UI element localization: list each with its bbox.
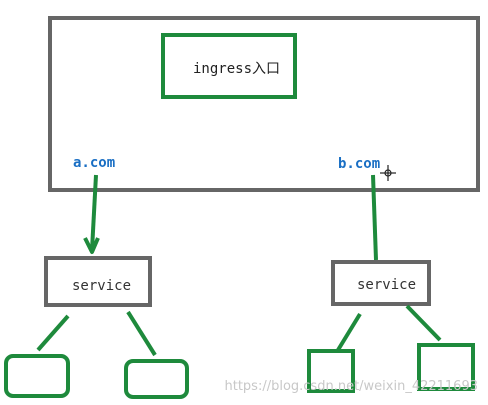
host-label-b: b.com <box>338 156 380 172</box>
service-label-left: service <box>72 278 131 294</box>
cluster-frame <box>48 16 480 192</box>
pod-box <box>307 349 355 393</box>
connector-b-to-service <box>371 174 378 261</box>
branch-lines <box>36 304 442 357</box>
service-box-right <box>331 260 431 306</box>
watermark: https://blog.csdn.net/weixin_42211693 <box>224 379 478 394</box>
ingress-label: ingress入口 <box>193 61 280 77</box>
pod-box <box>124 359 189 399</box>
pod-box <box>417 343 475 391</box>
connector-a-to-service <box>83 174 100 254</box>
ingress-box <box>161 33 297 99</box>
service-box-left <box>44 256 152 307</box>
crosshair-cursor-icon <box>380 165 396 181</box>
service-label-right: service <box>357 277 416 293</box>
host-label-a: a.com <box>73 155 115 171</box>
pod-box <box>4 354 70 398</box>
